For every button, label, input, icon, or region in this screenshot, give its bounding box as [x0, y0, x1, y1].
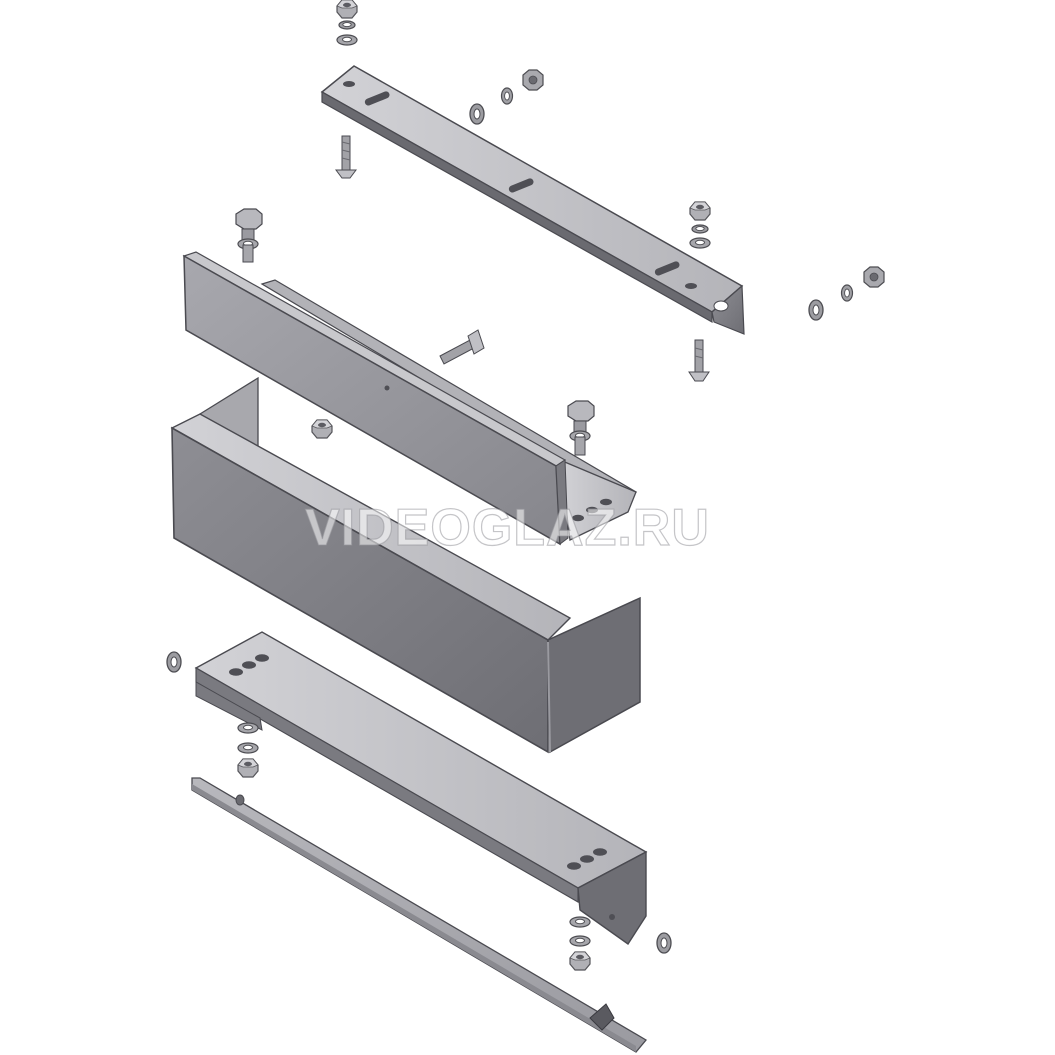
hex-nut-icon	[522, 69, 544, 91]
horizontal-countersunk-screw	[439, 329, 485, 365]
spring-washer-icon	[338, 20, 356, 30]
flat-washer-icon	[237, 742, 259, 754]
hex-nut-icon	[237, 758, 259, 778]
top-left-fastener-stack	[336, 0, 358, 46]
flat-washer-icon	[569, 916, 591, 928]
flat-washer-icon	[689, 237, 711, 249]
spring-washer-icon	[840, 284, 854, 302]
countersunk-screw-icon	[335, 169, 357, 179]
l-bracket	[182, 251, 638, 546]
top-mounting-bar	[320, 65, 745, 335]
countersunk-screw-icon	[688, 371, 710, 382]
spring-washer-icon	[691, 224, 709, 234]
bottom-anchor-strip	[191, 777, 647, 1053]
bracket-hex-bolt-right	[567, 400, 595, 456]
bottom-mounting-plate	[194, 631, 648, 945]
spring-washer-icon	[500, 87, 514, 105]
pan-head-screw-icon	[656, 932, 672, 954]
right-countersunk-screw	[688, 339, 710, 382]
bracket-hex-bolt-left	[235, 208, 263, 263]
top-right-fastener-row	[469, 69, 544, 125]
hex-nut-icon	[311, 419, 333, 439]
countersunk-screw-icon	[467, 329, 485, 355]
pan-head-screw-icon	[166, 651, 182, 673]
hex-nut-icon	[336, 0, 358, 19]
flat-washer-icon	[237, 722, 259, 734]
flat-washer-icon	[569, 935, 591, 947]
hex-nut-icon	[689, 201, 711, 221]
hex-nut-icon	[863, 266, 885, 288]
lock-housing-channel	[170, 376, 641, 754]
right-fastener-stack	[689, 201, 711, 249]
hex-bolt-icon	[567, 400, 595, 422]
hex-bolt-icon	[235, 208, 263, 230]
flat-washer-icon	[336, 34, 358, 46]
flat-washer-icon	[469, 103, 485, 125]
top-countersunk-screw	[335, 135, 357, 179]
hex-nut-icon	[569, 951, 591, 971]
far-right-fastener-row	[808, 266, 885, 321]
flat-washer-icon	[808, 299, 824, 321]
